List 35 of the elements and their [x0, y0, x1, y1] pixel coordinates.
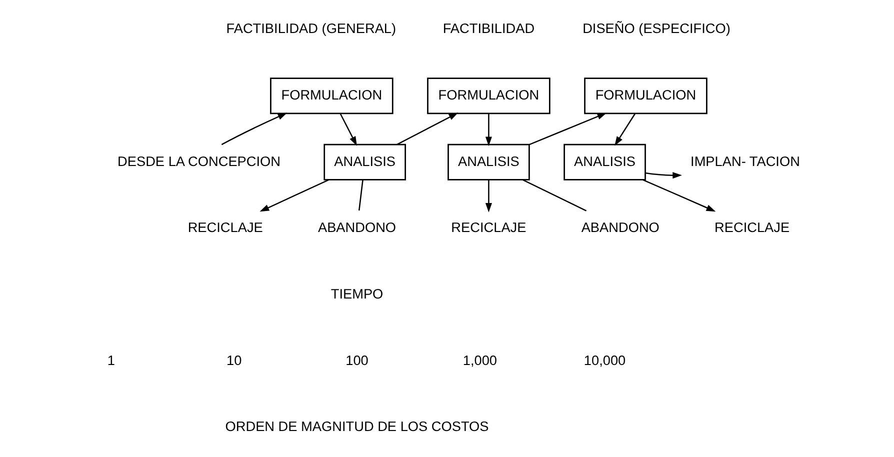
connector: [358, 180, 363, 211]
label: ORDEN DE MAGNITUD DE LOS COSTOS: [224, 419, 488, 434]
node-text: RECICLAJE: [714, 220, 790, 236]
node-box: ANALISIS: [563, 144, 646, 180]
label: FACTIBILIDAD (GENERAL): [226, 21, 396, 36]
arrow: [259, 179, 328, 212]
arrow: [528, 112, 606, 146]
label: 1,000: [462, 352, 496, 368]
arrow: [484, 180, 492, 212]
arrow: [339, 113, 356, 146]
label: 1: [106, 352, 115, 368]
label: 10,000: [583, 352, 626, 368]
node-box: FORMULACION: [270, 78, 393, 114]
node-text: RECICLAJE: [187, 220, 262, 236]
node-box: ANALISIS: [447, 144, 530, 180]
arrow: [484, 114, 492, 146]
node-box: ANALISIS: [323, 144, 406, 180]
node-box: FORMULACION: [426, 78, 550, 114]
node-text: DESDE LA CONCEPCION: [117, 154, 280, 169]
arrow: [220, 112, 287, 146]
node-box: FORMULACION: [584, 78, 707, 114]
arrow: [614, 113, 636, 146]
arrow: [396, 112, 458, 146]
arrow: [642, 179, 716, 212]
node-text: RECICLAJE: [450, 220, 526, 236]
node-text: ABANDONO: [580, 220, 659, 236]
node-text: ABANDONO: [317, 220, 396, 236]
label: TIEMPO: [330, 286, 383, 302]
arrow: [644, 172, 682, 179]
label: FACTIBILIDAD: [442, 21, 534, 36]
connector: [522, 179, 586, 212]
label: 100: [345, 352, 368, 368]
label: DISEÑO (ESPECIFICO): [582, 21, 730, 36]
node-text: IMPLAN- TACION: [690, 154, 800, 169]
label: 10: [226, 352, 242, 368]
